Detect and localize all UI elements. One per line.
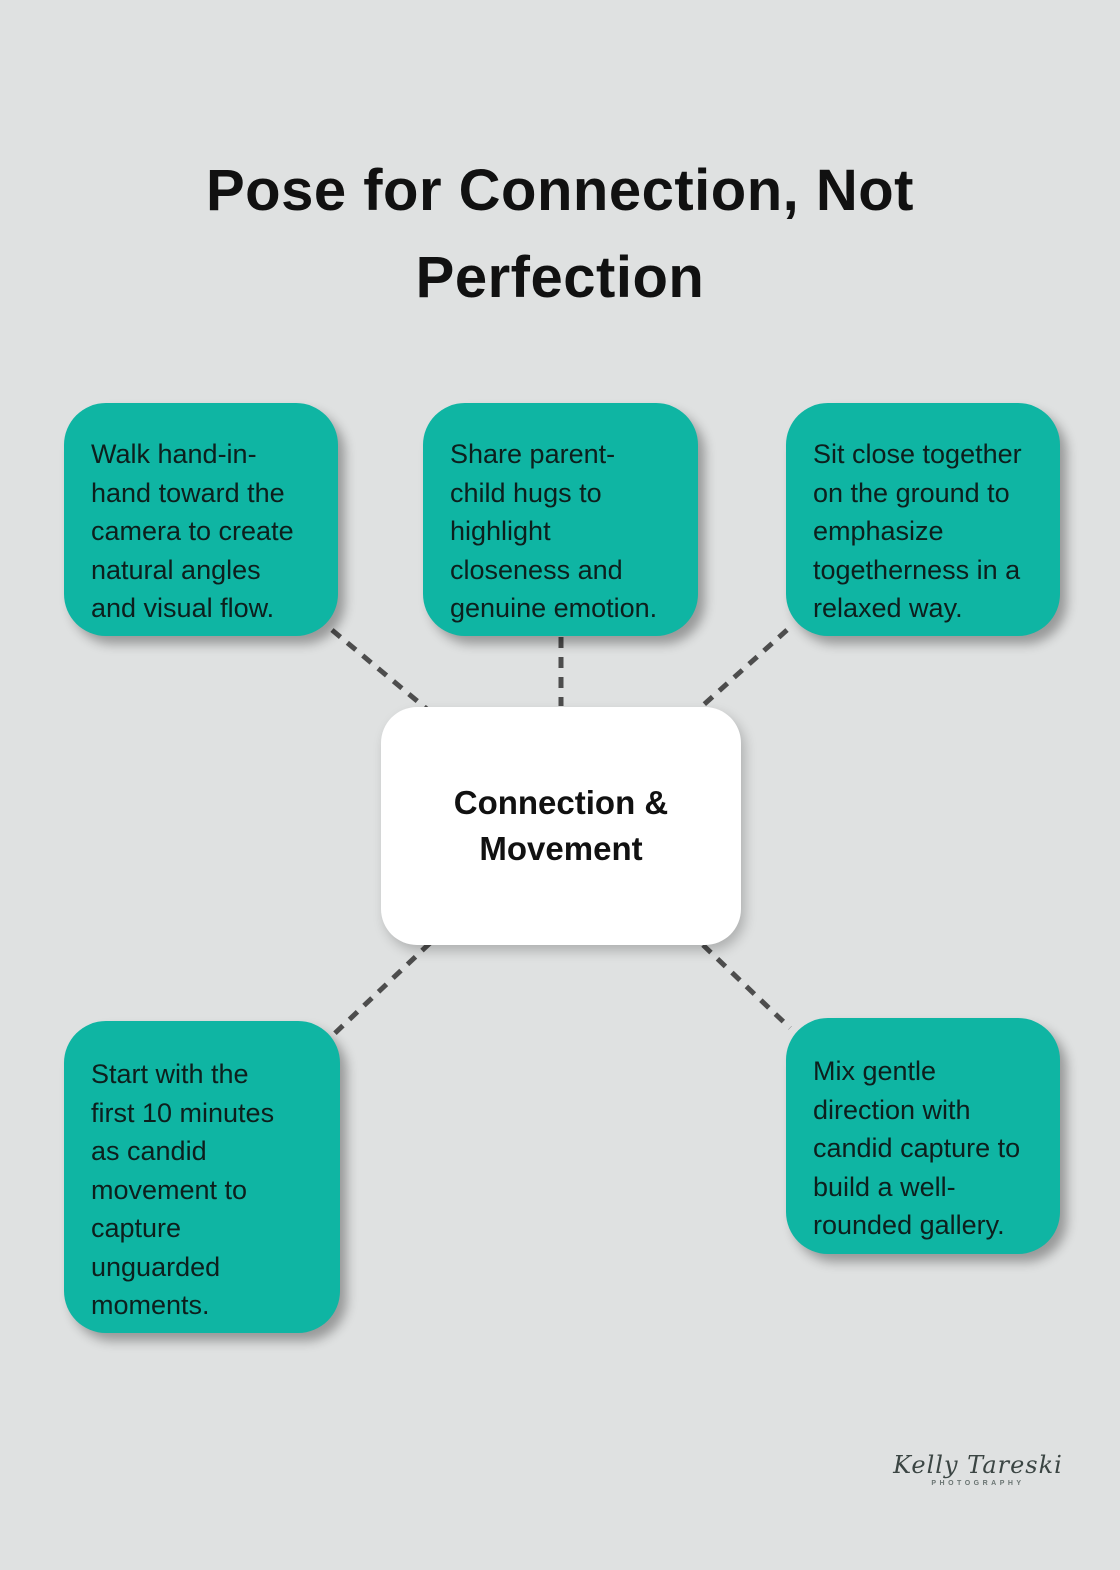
- signature-subtitle: PHOTOGRAPHY: [931, 1480, 1025, 1487]
- diagram-node-mix-gentle-direction: Mix gentle direction with candid capture…: [786, 1018, 1060, 1254]
- connector-line-top-right: [698, 628, 789, 710]
- connector-line-bottom-left: [331, 941, 432, 1037]
- diagram-node-parent-child-hugs: Share parent- child hugs to highlight cl…: [423, 403, 698, 636]
- connector-line-top-left: [330, 628, 430, 712]
- page-title: Pose for Connection, Not Perfection: [206, 157, 914, 310]
- connector-line-bottom-right: [701, 943, 792, 1030]
- diagram-node-first-10-minutes: Start with the first 10 minutes as candi…: [64, 1021, 340, 1333]
- diagram-center-node-connection-movement: Connection & Movement: [381, 707, 741, 945]
- signature-name: Kelly Tareski: [893, 1451, 1063, 1479]
- diagram-node-walk-hand-in-hand: Walk hand-in- hand toward the camera to …: [64, 403, 338, 636]
- photographer-signature: Kelly Tareski PHOTOGRAPHY: [878, 1452, 1078, 1487]
- diagram-node-sit-close-together: Sit close together on the ground to emph…: [786, 403, 1060, 636]
